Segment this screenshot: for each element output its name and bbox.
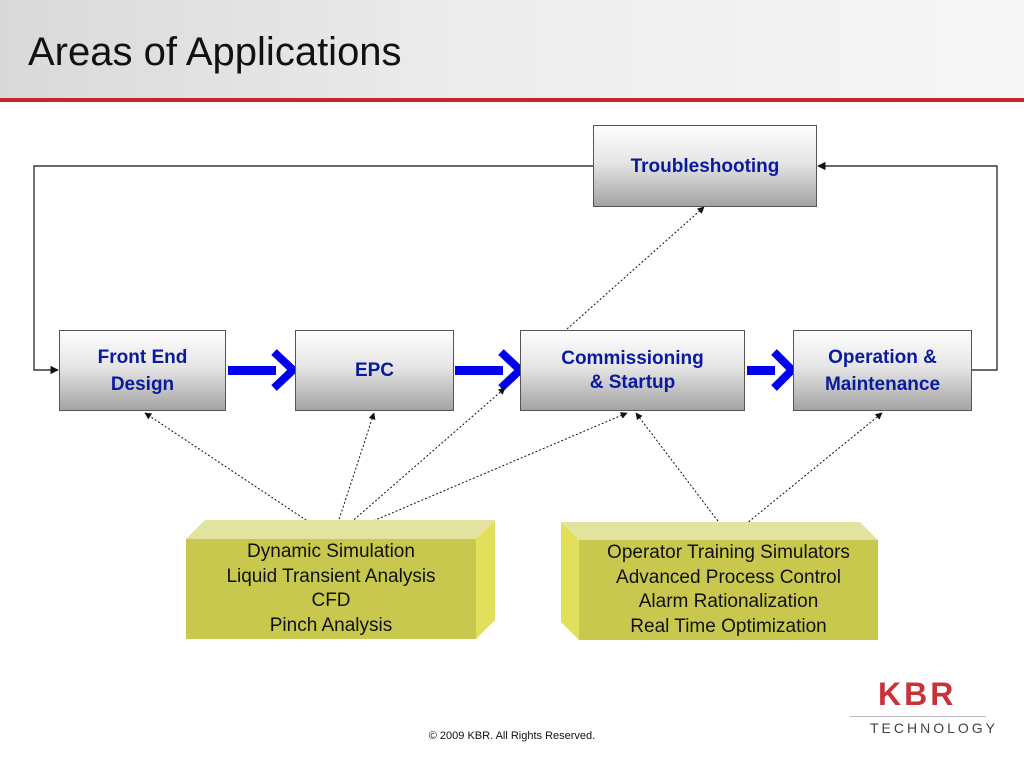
stage-commissioning-startup: Commissioning & Startup (520, 330, 745, 411)
stage-epc: EPC (295, 330, 454, 411)
design-tools-to-epc-dotted (332, 412, 376, 539)
ops-tools-to-operation-dotted (729, 412, 883, 538)
stage-front-end-design: Front End Design (59, 330, 226, 411)
ops-tools-to-commissioning-dotted (635, 412, 731, 538)
stage-label: EPC (354, 360, 395, 381)
flow-arrow-front-end-to-epc (228, 349, 299, 391)
design-tools-to-front-end-dotted (144, 412, 334, 539)
troubleshooting-box: Troubleshooting (593, 125, 817, 207)
design-tools-box (186, 520, 495, 639)
design-tool-item: CFD (311, 590, 351, 611)
slide-title: Areas of Applications (28, 30, 402, 74)
stage-label: Front End Design (97, 346, 188, 395)
design-tool-item: Pinch Analysis (269, 614, 393, 636)
operations-tool-item: Advanced Process Control (616, 566, 841, 588)
design-tools-list: Dynamic Simulation Liquid Transient Anal… (186, 539, 476, 639)
header-accent-rule (0, 98, 1024, 102)
logo-wordmark: KBR (878, 676, 957, 712)
design-tools-to-commissioning-dotted-b (332, 412, 628, 539)
operation-to-troubleshooting-connector (817, 161, 998, 371)
logo-divider (850, 716, 986, 717)
operations-tools-box (561, 522, 878, 640)
stage-label: Operation & Maintenance (824, 346, 941, 395)
troubleshooting-to-front-end-connector (33, 165, 593, 375)
operations-tool-item: Alarm Rationalization (638, 591, 819, 612)
design-tool-item: Dynamic Simulation (247, 541, 415, 562)
kbr-logo: KBR TECHNOLOGY (846, 676, 995, 740)
stage-operation-maintenance: Operation & Maintenance (793, 330, 972, 411)
design-tool-item: Liquid Transient Analysis (226, 565, 436, 587)
stage-label: Commissioning & Startup (561, 347, 704, 393)
logo-tagline: TECHNOLOGY (870, 720, 999, 736)
flow-arrow-commissioning-to-operation (747, 349, 798, 391)
operations-tool-item: Real Time Optimization (630, 615, 827, 637)
operations-tool-item: Operator Training Simulators (607, 542, 850, 563)
operations-tools-list: Operator Training Simulators Advanced Pr… (579, 540, 878, 640)
slide-header (0, 0, 1024, 98)
copyright-footer: © 2009 KBR. All Rights Reserved. (428, 730, 596, 742)
flow-arrow-epc-to-commissioning (455, 349, 526, 391)
commissioning-to-troubleshooting-dotted (566, 206, 705, 330)
troubleshooting-label: Troubleshooting (630, 155, 780, 177)
